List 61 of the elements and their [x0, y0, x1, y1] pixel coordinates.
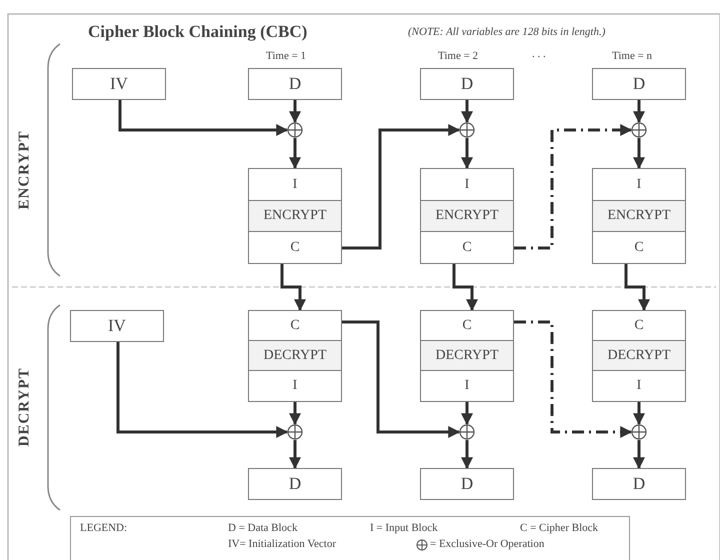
- arrow: [452, 264, 478, 312]
- cipher-stage: DECRYPT: [592, 340, 686, 372]
- ellipsis: . . .: [532, 48, 546, 60]
- arrow: [461, 100, 473, 124]
- arrow: [342, 320, 460, 438]
- block-part: I: [248, 168, 342, 201]
- arrow: [514, 124, 632, 250]
- time-label: Time = 1: [266, 50, 306, 62]
- block-part: I: [592, 168, 686, 201]
- data-box: D: [248, 468, 342, 500]
- arrow: [116, 342, 288, 438]
- data-box: IV: [70, 310, 164, 342]
- block-part: I: [420, 168, 514, 201]
- block-part: I: [592, 370, 686, 402]
- legend-text: C = Cipher Block: [520, 522, 598, 534]
- arrow: [342, 124, 460, 250]
- data-box: D: [248, 68, 342, 100]
- time-label: Time = n: [612, 50, 652, 62]
- cipher-stage: DECRYPT: [420, 340, 514, 372]
- block-part: C: [248, 231, 342, 264]
- cipher-stage: DECRYPT: [248, 340, 342, 372]
- block-part: C: [420, 231, 514, 264]
- arrow: [624, 264, 650, 312]
- cipher-stage: ENCRYPT: [420, 200, 514, 232]
- legend-text: D = Data Block: [228, 522, 298, 534]
- arrow: [461, 440, 473, 470]
- arrow: [461, 402, 473, 426]
- legend-text: I = Input Block: [370, 522, 438, 534]
- arrow: [289, 100, 301, 124]
- block-part: C: [248, 310, 342, 342]
- block-part: I: [420, 370, 514, 402]
- block-part: C: [420, 310, 514, 342]
- arrow: [633, 138, 645, 170]
- arrow: [280, 264, 306, 312]
- block-part: C: [592, 310, 686, 342]
- arrow: [461, 138, 473, 170]
- data-box: D: [592, 468, 686, 500]
- legend-heading: LEGEND:: [80, 522, 128, 534]
- section-label: ENCRYPT: [16, 130, 34, 210]
- arrow: [118, 100, 288, 136]
- legend-text: IV= Initialization Vector: [228, 538, 336, 550]
- section-label: DECRYPT: [16, 368, 34, 446]
- cipher-stage: ENCRYPT: [592, 200, 686, 232]
- time-label: Time = 2: [438, 50, 478, 62]
- arrow: [633, 440, 645, 470]
- title: Cipher Block Chaining (CBC): [88, 22, 308, 42]
- arrow: [514, 320, 632, 438]
- legend-text: = Exclusive-Or Operation: [430, 538, 544, 550]
- arrow: [289, 402, 301, 426]
- data-box: D: [592, 68, 686, 100]
- arrow: [633, 100, 645, 124]
- arrow: [633, 402, 645, 426]
- cipher-stage: ENCRYPT: [248, 200, 342, 232]
- note: (NOTE: All variables are 128 bits in length.): [408, 26, 606, 38]
- data-box: IV: [72, 68, 166, 100]
- block-part: I: [248, 370, 342, 402]
- data-box: D: [420, 468, 514, 500]
- block-part: C: [592, 231, 686, 264]
- arrow: [289, 440, 301, 470]
- arrow: [289, 138, 301, 170]
- data-box: D: [420, 68, 514, 100]
